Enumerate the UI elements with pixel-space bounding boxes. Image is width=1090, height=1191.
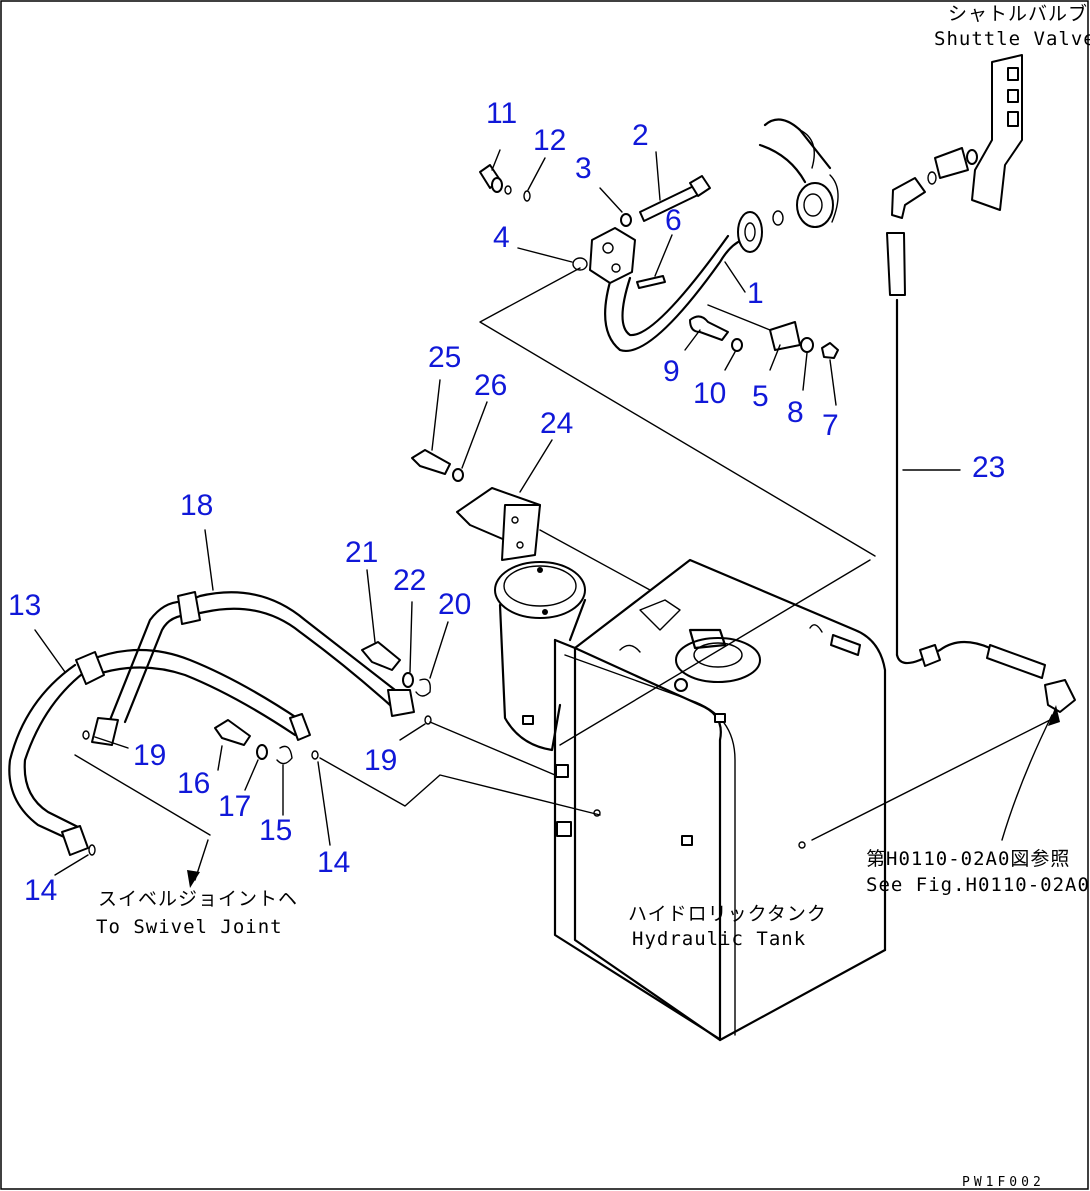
callout-26: 26 [474,369,507,402]
callout-14b: 14 [317,846,350,879]
callout-12: 12 [533,124,566,157]
callout-6: 6 [665,204,682,237]
callout-16: 16 [177,767,210,800]
leader-lines [34,149,837,876]
callout-19b: 19 [364,744,397,777]
hydraulic-tank-label-jp: ハイドロリックタンク [628,903,827,925]
callout-20: 20 [438,588,471,621]
callout-22: 22 [393,564,426,597]
hydraulic-tank-label-en: Hydraulic Tank [632,928,806,950]
shuttle-valve-label-jp: シャトルバルブ [948,2,1088,25]
callout-10: 10 [693,377,726,410]
callout-4: 4 [493,221,510,254]
upper-pipe-assembly [479,118,876,557]
shuttle-valve-label-en: Shuttle Valve [934,28,1090,50]
callout-17: 17 [218,790,251,823]
figure-reference-label-jp: 第H0110-02A0図参照 [866,848,1070,870]
callout-21: 21 [345,536,378,569]
callout-14a: 14 [24,874,57,907]
callout-9: 9 [663,355,680,388]
swivel-joint-label-en: To Swivel Joint [96,916,283,938]
filter-canister [494,561,587,752]
callout-1: 1 [747,277,764,310]
figure-reference-label-en: See Fig.H0110-02A0 [866,874,1090,896]
reference-arrow [811,705,1060,841]
callout-25: 25 [428,341,461,374]
callout-2: 2 [632,119,649,152]
bracket-assembly [411,449,871,746]
part-callouts: 1 2 3 4 5 6 7 8 9 10 11 12 13 14 14 15 1… [8,97,1005,907]
callout-7: 7 [822,409,839,442]
lower-hoses [8,591,601,888]
callout-19a: 19 [133,739,166,772]
callout-13: 13 [8,589,41,622]
callout-8: 8 [787,396,804,429]
callout-11: 11 [486,97,517,130]
callout-3: 3 [575,152,592,185]
callout-18: 18 [180,489,213,522]
shuttle-valve-assembly [886,54,1076,713]
swivel-joint-label-jp: スイベルジョイントヘ [98,888,298,910]
hydraulic-tank [553,558,887,1042]
callout-15: 15 [259,814,292,847]
callout-24: 24 [540,407,573,440]
callout-23: 23 [972,451,1005,484]
callout-5: 5 [752,380,769,413]
drawing-code: PW1F002 [962,1175,1045,1190]
